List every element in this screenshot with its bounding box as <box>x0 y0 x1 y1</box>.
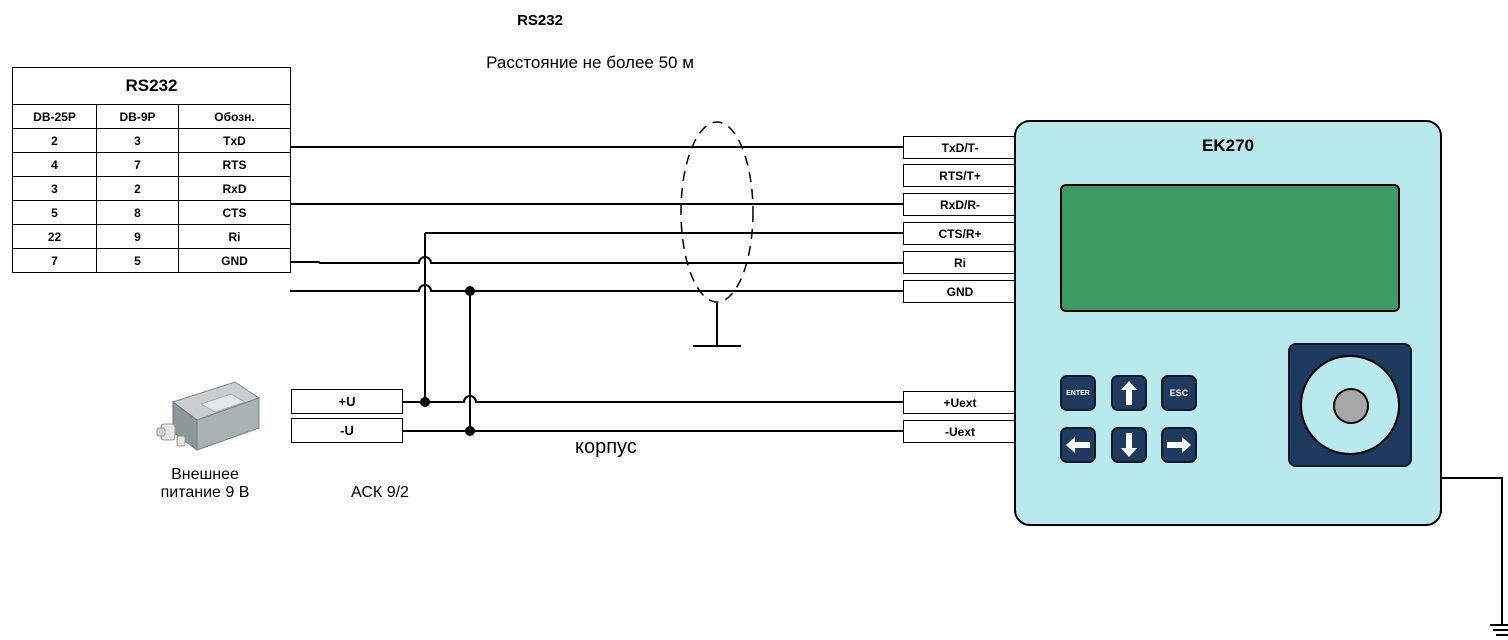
table-cell: RTS <box>178 152 291 177</box>
column-header: DB-25P <box>12 104 97 129</box>
table-row: 22 9 Ri <box>12 224 291 249</box>
table-cell: Ri <box>178 224 291 249</box>
arrow-up-icon[interactable] <box>1111 375 1147 411</box>
junction-dot <box>465 426 475 436</box>
arrow-right-icon[interactable] <box>1161 427 1197 463</box>
table-cell: CTS <box>178 200 291 225</box>
distance-note: Расстояние не более 50 м <box>486 53 694 72</box>
device-pin-cts: CTS/R+ <box>903 222 1017 245</box>
table-cell: 5 <box>96 248 179 273</box>
wire-gnd <box>290 284 903 292</box>
table-row: 4 7 RTS <box>12 152 291 177</box>
table-row: 7 5 GND <box>12 248 291 273</box>
table-cell: 2 <box>12 128 97 153</box>
jog-center-button[interactable] <box>1333 388 1369 424</box>
table-cell: 3 <box>96 128 179 153</box>
table-cell: 2 <box>96 176 179 201</box>
junction-dot <box>420 397 430 407</box>
power-supply-label-line2: питание 9 В <box>160 484 250 501</box>
power-supply-label-line1: Внешнее <box>171 466 239 483</box>
housing-label: корпус <box>575 436 637 458</box>
adapter-label: АСК 9/2 <box>351 484 409 501</box>
diagram-title: RS232 <box>517 12 563 29</box>
rs232-pin-table: RS232 DB-25P DB-9P Обозн. 2 3 TxD 4 7 RT… <box>12 67 291 273</box>
wire-ri <box>290 256 903 264</box>
table-row: 3 2 RxD <box>12 176 291 201</box>
chassis-wire <box>1442 477 1503 625</box>
junction-dot <box>465 286 475 296</box>
device-pin-rxd: RxD/R- <box>903 193 1017 216</box>
device-pin-txd: TxD/T- <box>903 136 1017 159</box>
table-row: 2 3 TxD <box>12 128 291 153</box>
cable-shield <box>680 121 754 303</box>
device-pin-rts: RTS/T+ <box>903 164 1017 187</box>
power-supply-label: Внешнее питание 9 В <box>130 466 280 502</box>
table-cell: TxD <box>178 128 291 153</box>
jog-dial[interactable] <box>1288 343 1412 467</box>
table-cell: 7 <box>96 152 179 177</box>
table-cell: 22 <box>12 224 97 249</box>
table-cell: GND <box>178 248 291 273</box>
table-cell: 8 <box>96 200 179 225</box>
wire-plus-u <box>403 395 903 403</box>
jog-ring <box>1300 355 1400 455</box>
column-header: Обозн. <box>178 104 291 129</box>
device-pin-uext-plus: +Uext <box>903 391 1017 414</box>
esc-key-label: ESC <box>1169 388 1189 398</box>
arrow-left-icon[interactable] <box>1060 427 1096 463</box>
table-cell: RxD <box>178 176 291 201</box>
table-cell: 4 <box>12 152 97 177</box>
device-pin-uext-minus: -Uext <box>903 420 1017 443</box>
table-cell: 9 <box>96 224 179 249</box>
table-cell: 5 <box>12 200 97 225</box>
table-cell: 7 <box>12 248 97 273</box>
adapter-pin-minus: -U <box>291 418 403 443</box>
arrow-down-icon[interactable] <box>1111 427 1147 463</box>
ek270-device: EK270 ENTER ESC <box>1014 120 1442 526</box>
power-supply-icon <box>156 381 261 451</box>
column-header: DB-9P <box>96 104 179 129</box>
table-cell: 3 <box>12 176 97 201</box>
table-row: 5 8 CTS <box>12 200 291 225</box>
table-caption: RS232 <box>12 67 291 105</box>
device-pin-gnd: GND <box>903 280 1017 303</box>
device-display <box>1060 184 1400 312</box>
enter-key-label: ENTER <box>1066 389 1090 397</box>
adapter-pin-plus: +U <box>291 389 403 414</box>
device-pin-ri: Ri <box>903 251 1017 274</box>
device-name: EK270 <box>1202 136 1254 155</box>
esc-key[interactable]: ESC <box>1161 375 1197 411</box>
enter-key[interactable]: ENTER <box>1060 375 1096 411</box>
